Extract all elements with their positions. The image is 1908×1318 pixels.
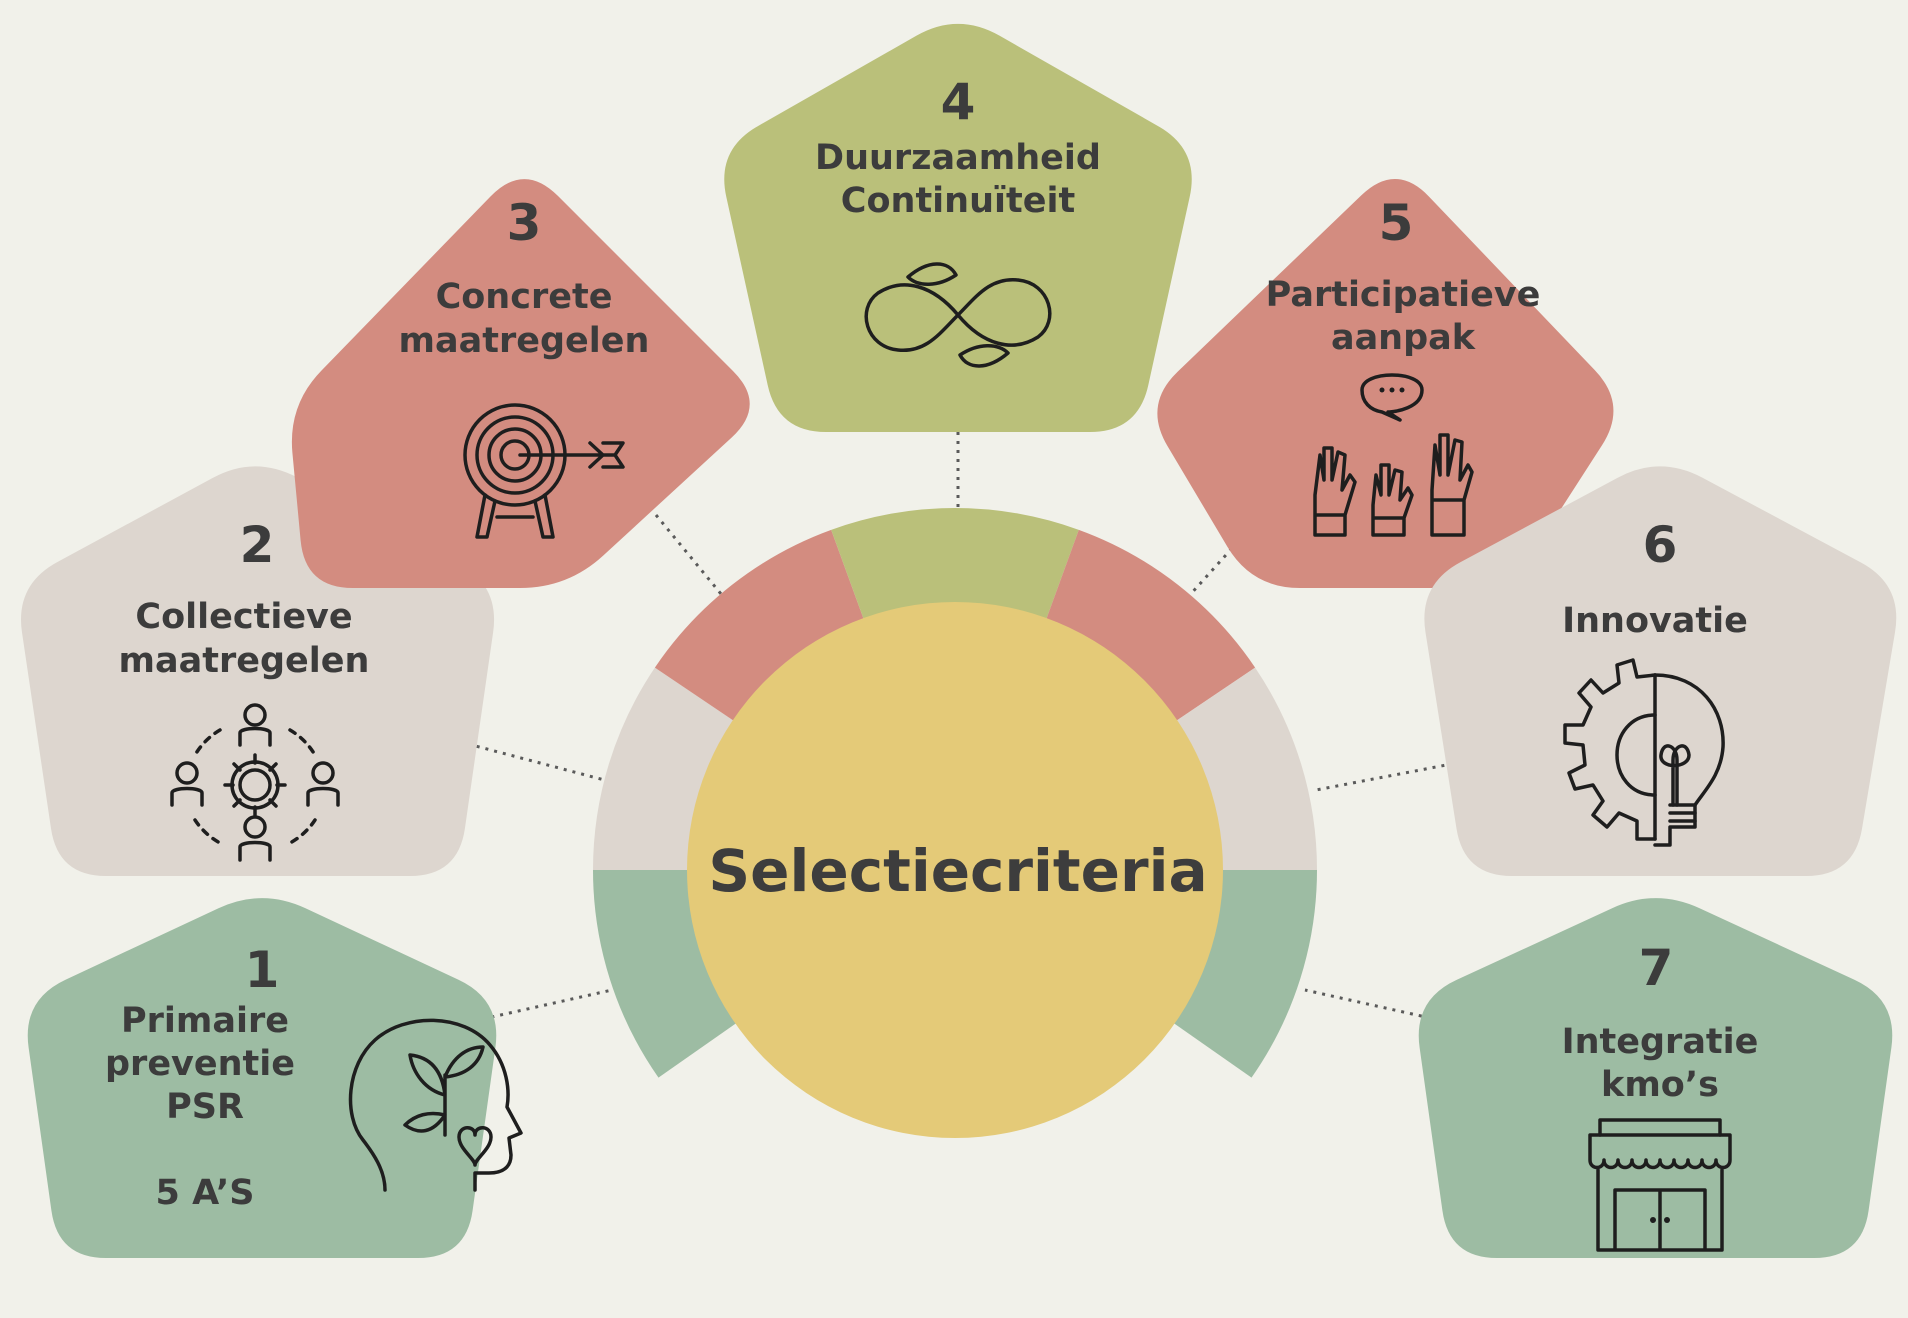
team-gear-icon: [170, 703, 340, 862]
connector-line-6: [1315, 760, 1463, 792]
criterion-7-pentagon: [1418, 898, 1893, 1258]
criterion-3-label-line-1: Concrete: [435, 277, 613, 317]
criterion-2-label-line-1: Collectieve: [135, 597, 353, 637]
infinity-leaves-icon: [864, 262, 1052, 368]
criterion-5-label-line-2: aanpak: [1330, 318, 1476, 358]
criterion-6-number: 6: [1642, 516, 1678, 574]
criteria-icons: [170, 262, 1732, 1252]
criterion-6-label-line-1: Innovatie: [1562, 601, 1748, 641]
criterion-4-pentagon: [724, 23, 1192, 433]
criterion-5-pentagon: [1157, 178, 1614, 588]
criterion-4-label-line-2: Continuïteit: [840, 181, 1076, 221]
criterion-7-label-line-2: kmo’s: [1601, 1065, 1719, 1105]
gear-lightbulb-icon: [1563, 658, 1725, 847]
criterion-1-number: 1: [244, 941, 280, 999]
head-leaves-heart-icon: [348, 1018, 523, 1192]
center-circle: [687, 602, 1223, 1138]
criterion-6-pentagon: [1424, 466, 1897, 876]
criterion-1-label-line-2: preventie: [105, 1044, 295, 1084]
center-title: Selectiecriteria: [708, 837, 1208, 905]
criterion-5-number: 5: [1378, 194, 1414, 252]
criterion-1-label-line-3: PSR: [166, 1087, 244, 1127]
criterion-1-extra-label: 5 A’S: [155, 1173, 255, 1213]
connector-line-2: [467, 742, 613, 784]
criterion-7-label-line-1: Integratie: [1561, 1022, 1759, 1062]
criterion-2-number: 2: [239, 516, 275, 574]
criterion-2-label-line-2: maatregelen: [118, 641, 370, 681]
criterion-4-number: 4: [940, 73, 976, 131]
criterion-3-pentagon: [291, 179, 750, 588]
connector-line-7: [1304, 988, 1449, 1024]
target-arrow-icon: [463, 403, 625, 539]
criterion-3-number: 3: [506, 194, 542, 252]
criterion-7-number: 7: [1638, 939, 1674, 997]
criterion-1-label-line-1: Primaire: [121, 1001, 289, 1041]
criteria-pentagons: [21, 23, 1897, 1258]
criterion-3-label-line-2: maatregelen: [398, 321, 650, 361]
criterion-4-label-line-1: Duurzaamheid: [815, 138, 1101, 178]
shop-storefront-icon: [1588, 1118, 1732, 1252]
criterion-5-label-line-1: Participatieve: [1265, 275, 1541, 315]
raised-hands-speech-icon: [1313, 373, 1474, 537]
